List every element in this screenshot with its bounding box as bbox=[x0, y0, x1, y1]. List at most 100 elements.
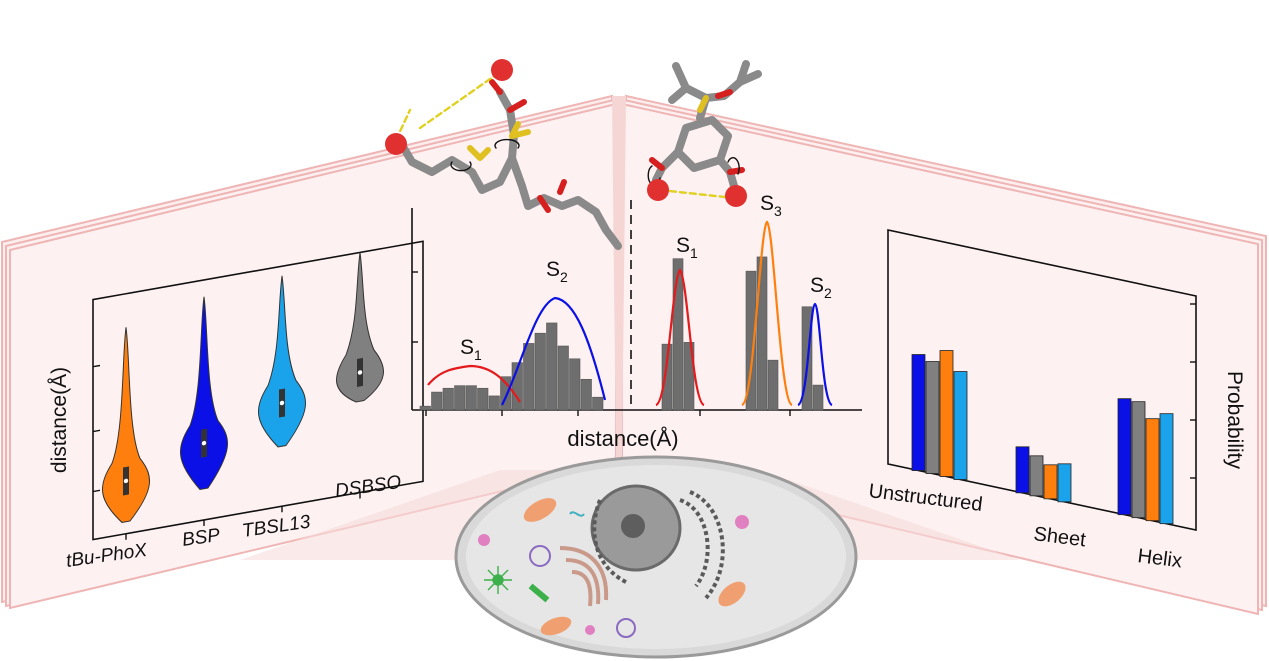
hist-left-bar-12 bbox=[557, 345, 569, 411]
nucleolus bbox=[621, 514, 645, 538]
molecule-crosslinker-left bbox=[394, 70, 622, 250]
right-bar-helix-3 bbox=[1159, 413, 1174, 525]
mol-left-backbone bbox=[398, 88, 622, 250]
fit-curve-right-s2 bbox=[797, 302, 833, 407]
right-bar-helix-1 bbox=[1131, 401, 1146, 519]
label-right-s3-sub: 3 bbox=[774, 203, 782, 219]
mitochondrion-3 bbox=[540, 616, 572, 636]
ribosome-cluster bbox=[528, 583, 550, 603]
hist-left-bar-9 bbox=[523, 343, 535, 411]
right-yticks bbox=[1190, 303, 1196, 479]
label-right-s2: S2 bbox=[810, 274, 832, 301]
fit-curve-left-s2 bbox=[501, 296, 607, 406]
middle-ticks bbox=[412, 271, 791, 416]
label-left-s1-main: S bbox=[460, 336, 474, 359]
hist-left-bar-3 bbox=[454, 385, 466, 411]
cell-illustration bbox=[454, 455, 858, 659]
rotation-arrow-1 bbox=[450, 161, 472, 172]
hist-right-s3-bar-2 bbox=[767, 359, 779, 411]
left-ytick-2 bbox=[93, 364, 100, 368]
label-left-s1: S1 bbox=[460, 336, 482, 363]
right-ylabel: Probability bbox=[1223, 371, 1246, 470]
hist-left-bar-10 bbox=[534, 332, 546, 411]
left-yticks bbox=[93, 364, 100, 493]
violin-1 bbox=[180, 296, 228, 491]
hist-left-bar-8 bbox=[511, 362, 523, 411]
hist-left-bar-15 bbox=[592, 396, 604, 411]
mol-right-arms bbox=[652, 60, 762, 190]
label-right-s1-main: S bbox=[676, 234, 690, 257]
hist-left-bar-14 bbox=[580, 378, 592, 411]
hist-left-bar-1 bbox=[431, 391, 443, 411]
right-bar-sheet-2 bbox=[1043, 464, 1058, 500]
right-bar-unstructured-0 bbox=[911, 354, 926, 471]
label-right-s3-main: S bbox=[760, 192, 774, 215]
right-bar-unstructured-3 bbox=[953, 371, 968, 480]
left-panel-frame bbox=[92, 240, 424, 541]
golgi-apparatus bbox=[559, 546, 609, 607]
violin-2 bbox=[258, 275, 306, 448]
mol-left-bonds-red bbox=[489, 79, 567, 213]
label-right-s2-main: S bbox=[810, 274, 824, 297]
oxygen-atom-left-2 bbox=[385, 133, 407, 155]
label-right-s1-sub: 1 bbox=[690, 245, 698, 261]
label-left-s2: S2 bbox=[546, 258, 568, 285]
mol-left-bonds-yellow bbox=[467, 121, 531, 161]
vesicle-2 bbox=[735, 515, 749, 529]
violin-3 bbox=[336, 252, 384, 403]
vesicle-1 bbox=[478, 534, 490, 546]
left-ylabel: distance(Å) bbox=[48, 367, 71, 473]
mol-right-bonds-yellow bbox=[697, 95, 709, 113]
rotation-arrow-4 bbox=[727, 157, 740, 175]
lysosome-1 bbox=[529, 545, 551, 567]
label-right-s1: S1 bbox=[676, 234, 698, 261]
middle-xlabel: distance(Å) bbox=[567, 426, 678, 451]
right-bar-sheet-3 bbox=[1057, 463, 1072, 503]
right-bars-group bbox=[911, 350, 1174, 525]
violin-median-3 bbox=[357, 370, 363, 375]
middle-histogram-panel: S1 S2 S1 S3 S2 distance(Å) bbox=[411, 192, 862, 451]
mitochondrion-2 bbox=[718, 581, 746, 607]
hist-left-bar-4 bbox=[465, 385, 477, 411]
mol-right-bonds-red bbox=[649, 89, 745, 175]
microfilament bbox=[569, 511, 585, 517]
label-left-s2-main: S bbox=[546, 258, 560, 281]
right-category-2: Helix bbox=[1136, 545, 1183, 572]
label-right-s3: S3 bbox=[760, 192, 782, 219]
hist-right-s1-bar-1 bbox=[672, 258, 684, 411]
vesicle-3 bbox=[585, 625, 595, 635]
hist-right-s2-bar-1 bbox=[812, 384, 824, 411]
label-right-s2-sub: 2 bbox=[824, 285, 832, 301]
hist-left-bar-11 bbox=[546, 322, 558, 411]
right-bar-helix-2 bbox=[1145, 418, 1160, 522]
hist-left-bar-5 bbox=[477, 387, 489, 411]
hist-left-bar-13 bbox=[569, 358, 581, 411]
rotation-arrow-2 bbox=[494, 138, 520, 149]
endoplasmic-reticulum bbox=[592, 490, 725, 600]
left-ytick-1 bbox=[93, 429, 100, 433]
label-left-s2-sub: 2 bbox=[560, 269, 568, 285]
hist-right-s1-bar-0 bbox=[661, 343, 673, 411]
book-spine bbox=[612, 96, 626, 464]
fit-curve-left-s1 bbox=[427, 364, 521, 403]
oxygen-atom-right-1 bbox=[647, 179, 669, 201]
violin-median-2 bbox=[279, 400, 285, 406]
violin-0 bbox=[102, 327, 150, 523]
hist-left-bar-7 bbox=[500, 376, 512, 411]
oxygen-atom-right-2 bbox=[725, 185, 747, 207]
right-bar-unstructured-2 bbox=[939, 350, 954, 477]
mitochondrion-1 bbox=[523, 498, 557, 522]
hist-right-s3-bar-0 bbox=[745, 270, 757, 411]
right-bar-unstructured-1 bbox=[925, 361, 940, 474]
right-bar-panel bbox=[887, 229, 1197, 531]
lysosome-2 bbox=[616, 618, 636, 638]
left-ytick-0 bbox=[93, 489, 100, 493]
right-bar-helix-0 bbox=[1117, 398, 1132, 516]
centrosome-rays bbox=[484, 566, 512, 594]
molecule-crosslinker-right bbox=[647, 60, 762, 200]
violin-median-0 bbox=[123, 478, 129, 484]
mol-right-dash bbox=[658, 188, 736, 200]
right-bar-sheet-0 bbox=[1015, 446, 1030, 494]
violins-group bbox=[102, 252, 384, 540]
